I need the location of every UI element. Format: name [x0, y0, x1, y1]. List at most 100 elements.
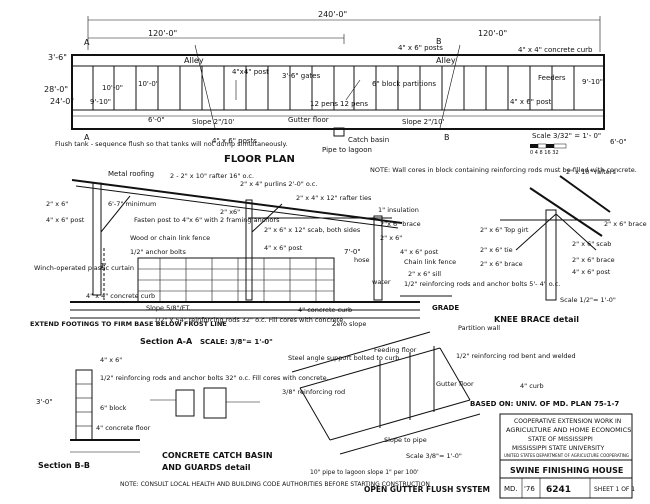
insulation: 1" insulation	[378, 206, 419, 214]
section-a-mark-bottom: A	[84, 133, 90, 142]
scale-bar-label: 0 4 8 16 32	[530, 150, 559, 156]
kb-scab: 2" x 6" scab	[572, 240, 611, 248]
sb-height: 3'-0"	[36, 398, 53, 406]
pen-partitions	[92, 66, 575, 110]
brace-label: 2"x 6" brace	[380, 220, 421, 228]
tb-sheet: SHEET 1 OF 1	[594, 486, 635, 493]
kb-title: KNEE BRACE detail	[494, 315, 579, 324]
partitions-label: 6" block partitions	[372, 80, 436, 88]
dim-6-right: 6'-0"	[610, 138, 627, 146]
fs-partition: Partition wall	[458, 324, 500, 332]
rafter-ties: 2" x 4" x 12" rafter ties	[296, 194, 372, 202]
kb-rafters: 2" x 10" rafters	[566, 168, 616, 176]
curtain-label: Winch-operated plastic curtain	[34, 264, 134, 272]
tb-line5: UNITED STATES DEPARTMENT OF AGRICULTURE …	[504, 453, 629, 458]
metal-roofing: Metal roofing	[108, 170, 154, 178]
sb-post: 4" x 6"	[100, 356, 122, 364]
pens-12-b: 12 pens	[340, 100, 368, 108]
section-a-a: Metal roofing 2 - 2" x 10" rafter 16" o.…	[30, 170, 560, 346]
cb-title-2: AND GUARDS detail	[162, 463, 251, 472]
floor-plan-title: FLOOR PLAN	[224, 154, 295, 165]
section-a-scale: SCALE: 3/8"= 1'-0"	[200, 338, 273, 346]
fs-scale: Scale 3/8"= 1'-0"	[406, 452, 462, 460]
fs-curb: 4" curb	[520, 382, 544, 390]
half-length-left: 120'-0"	[148, 29, 177, 38]
post-4x6-right: 4" x 6" post	[510, 98, 552, 106]
tb-md: MD.	[504, 485, 518, 493]
section-b-b: 4" x 6" 1/2" reinforcing rods and anchor…	[36, 356, 329, 470]
gates-label: 3'-6" gates	[282, 72, 321, 80]
dim-24: 24'-0"	[50, 97, 74, 106]
chain-fence: Chain link fence	[404, 258, 456, 266]
dim-7ft: 7'-0"	[344, 248, 361, 256]
fs-slope: Slope to pipe	[384, 436, 427, 444]
cb-title-1: CONCRETE CATCH BASIN	[162, 451, 273, 460]
kb-top-girt: 2" x 6" Top girt	[480, 226, 529, 234]
posts-4x6-top: 4" x 6" posts	[398, 44, 443, 52]
kb-tie: 2" x 6" tie	[480, 246, 513, 254]
dim-9-10-right: 9'-10"	[582, 78, 603, 86]
catch-basin-detail: CONCRETE CATCH BASIN AND GUARDS detail N…	[120, 387, 430, 488]
section-a-mark-top: A	[84, 38, 90, 47]
fs-steel-angle: Steel angle support bolted to curb	[288, 354, 399, 362]
fs-rod-1-2: 1/2" reinforcing rod bent and welded	[456, 352, 576, 360]
dim-9-10-left: 9'-10"	[90, 98, 111, 106]
sb-floor: 4" concrete floor	[96, 424, 151, 432]
pens-12-a: 12 pens	[310, 100, 338, 108]
flush-system-detail: Steel angle support bolted to curb Feedi…	[282, 324, 576, 494]
tb-line1: COOPERATIVE EXTENSION WORK IN	[514, 418, 621, 425]
block-wall	[137, 257, 335, 303]
chain-link-label: Wood or chain link fence	[130, 234, 210, 242]
scale-bar: 0 4 8 16 32	[530, 143, 567, 156]
member-2x6-mid: 2" x6"	[220, 208, 240, 216]
purlins-label: 2" x 4" purlins 2'-0" o.c.	[240, 180, 317, 188]
extend-footings: EXTEND FOOTINGS TO FIRM BASE BELOW FROST…	[30, 320, 227, 328]
scab-label: 2" x 6" x 12" scab, both sides	[264, 226, 361, 234]
rods-right: 1/2" reinforcing rods and anchor bolts 5…	[404, 280, 560, 288]
kb-scale: Scale 1/2"= 1'-0"	[560, 296, 616, 304]
alley-right: Alley	[436, 56, 456, 65]
cb-note: NOTE: CONSULT LOCAL HEALTH AND BUILDING …	[120, 481, 430, 488]
pipe-lagoon-label: Pipe to lagoon	[322, 146, 372, 154]
dim-10-left: 10'-0"	[102, 84, 123, 92]
kb-brace-top: 2" x 6" brace	[604, 220, 647, 228]
fasten-label: Fasten post to 4"x 6" with 2 framing anc…	[134, 216, 280, 224]
posts-4x4-label: 4"x4" post	[232, 68, 269, 76]
based-on: BASED ON: UNIV. OF MD. PLAN 75-1-7	[470, 400, 619, 408]
fs-feeding-floor: Feeding floor	[374, 346, 417, 354]
dim-10-mid: 10'-0"	[138, 80, 159, 88]
fs-rod-3-8: 3/8" reinforcing rod	[282, 388, 345, 396]
slope-label: Slope 5/8"/FT.	[146, 304, 191, 312]
section-a-title: Section A-A	[140, 337, 193, 346]
section-b-mark-bottom: B	[444, 133, 450, 142]
curb-label: 4" x 4" concrete curb	[86, 292, 155, 300]
anchor-bolts: 1/2" anchor bolts	[130, 248, 186, 256]
wall-cores-note: NOTE: Wall cores in block containing rei…	[370, 166, 637, 174]
dim-1ft: 1'	[100, 262, 106, 270]
overall-length: 240'-0"	[318, 10, 347, 19]
half-length-right: 120'-0"	[478, 29, 507, 38]
fs-gutter: Gutter floor	[436, 380, 474, 388]
concrete-curb-2: 4" concrete curb	[298, 306, 352, 314]
gutter-floor: Gutter floor	[288, 116, 329, 124]
alley-left: Alley	[184, 56, 204, 65]
tb-line4: MISSISSIPPI STATE UNIVERSITY	[512, 445, 605, 452]
rafter-label: 2 - 2" x 10" rafter 16" o.c.	[170, 172, 254, 180]
grade-label: GRADE	[432, 304, 459, 312]
plan-scale: Scale 3/32" = 1'- 0"	[532, 132, 601, 140]
min-height: 6'-7" minimum	[108, 200, 156, 208]
member-2x6-right: 2" x 6"	[380, 234, 402, 242]
post-4x6-mid: 4" x 6" post	[264, 244, 303, 252]
slope-right: Slope 2"/10'	[402, 118, 445, 126]
building-outline	[71, 54, 605, 130]
knee-brace-detail: 2" x 10" rafters 2" x 6" brace 2" x 6" T…	[480, 168, 647, 324]
kb-brace-left: 2" x 6" brace	[480, 260, 523, 268]
water-label: water	[372, 278, 391, 286]
tb-year: '76	[524, 485, 535, 493]
rods-long: 1/2" x 54" reinforcing rods 32" o.c. Fil…	[154, 316, 345, 324]
slope-left: Slope 2"/10'	[192, 118, 235, 126]
title-block: COOPERATIVE EXTENSION WORK IN AGRICULTUR…	[499, 413, 635, 499]
kb-post: 4" x 6" post	[572, 268, 611, 276]
catch-basin-label: Catch basin	[348, 136, 389, 144]
